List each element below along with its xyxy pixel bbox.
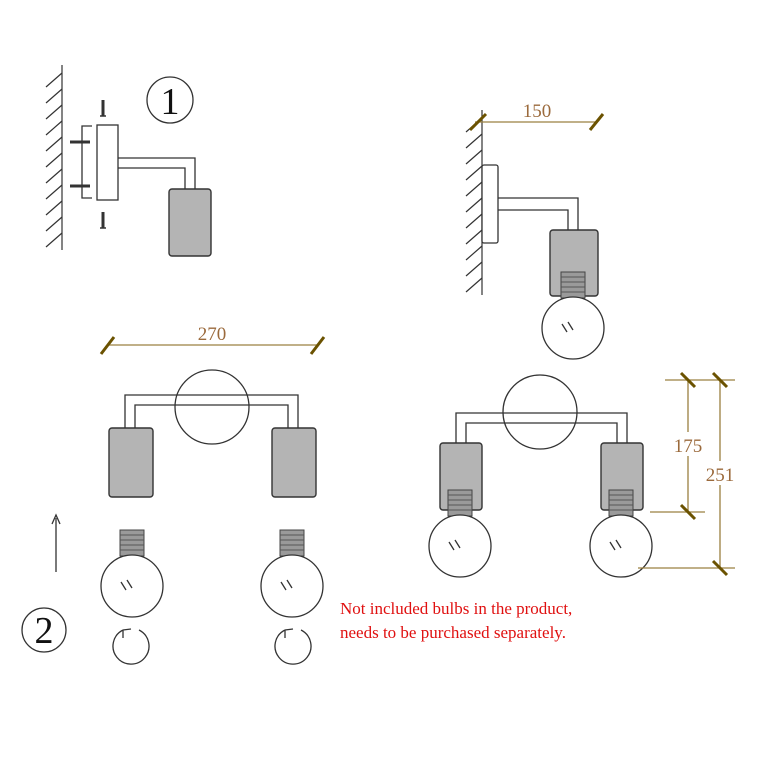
wall-hatch: [45, 64, 63, 251]
wall-plate: [96, 124, 119, 201]
screw-icon: [98, 98, 108, 118]
lamp-holder: [108, 427, 154, 498]
wall-hatch: [465, 109, 483, 296]
dimension-150: 150: [523, 101, 552, 122]
step1-wall-mount: 1: [45, 64, 212, 257]
dimension-175: 175: [674, 436, 703, 457]
front-view-assembly: 270 2 Not included bulbs in the product,…: [21, 324, 572, 665]
dimension-270: 270: [198, 324, 227, 345]
rotate-icon: [274, 628, 312, 665]
wall-plate: [481, 164, 499, 244]
front-view-dimensions: 175 251: [428, 371, 738, 578]
rotate-icon: [112, 628, 150, 665]
note-line2: needs to be purchased separately.: [340, 623, 566, 642]
side-view: 150: [465, 101, 605, 360]
wall-screws: [70, 140, 90, 188]
screw-icon: [98, 210, 108, 230]
note-line1: Not included bulbs in the product,: [340, 599, 572, 618]
arrow-up-icon: [51, 513, 61, 572]
wall-plate: [174, 369, 250, 445]
lamp-holder: [168, 188, 212, 257]
bulb-icon: [100, 529, 164, 618]
step2-badge: [21, 607, 67, 653]
dimension-251: 251: [706, 465, 735, 486]
lamp-holder: [271, 427, 317, 498]
bulb-icon: [260, 529, 324, 618]
step1-badge: [146, 76, 194, 124]
step1-label: 1: [161, 81, 180, 123]
step2-label: 2: [35, 610, 54, 652]
wall-plate: [502, 374, 578, 450]
